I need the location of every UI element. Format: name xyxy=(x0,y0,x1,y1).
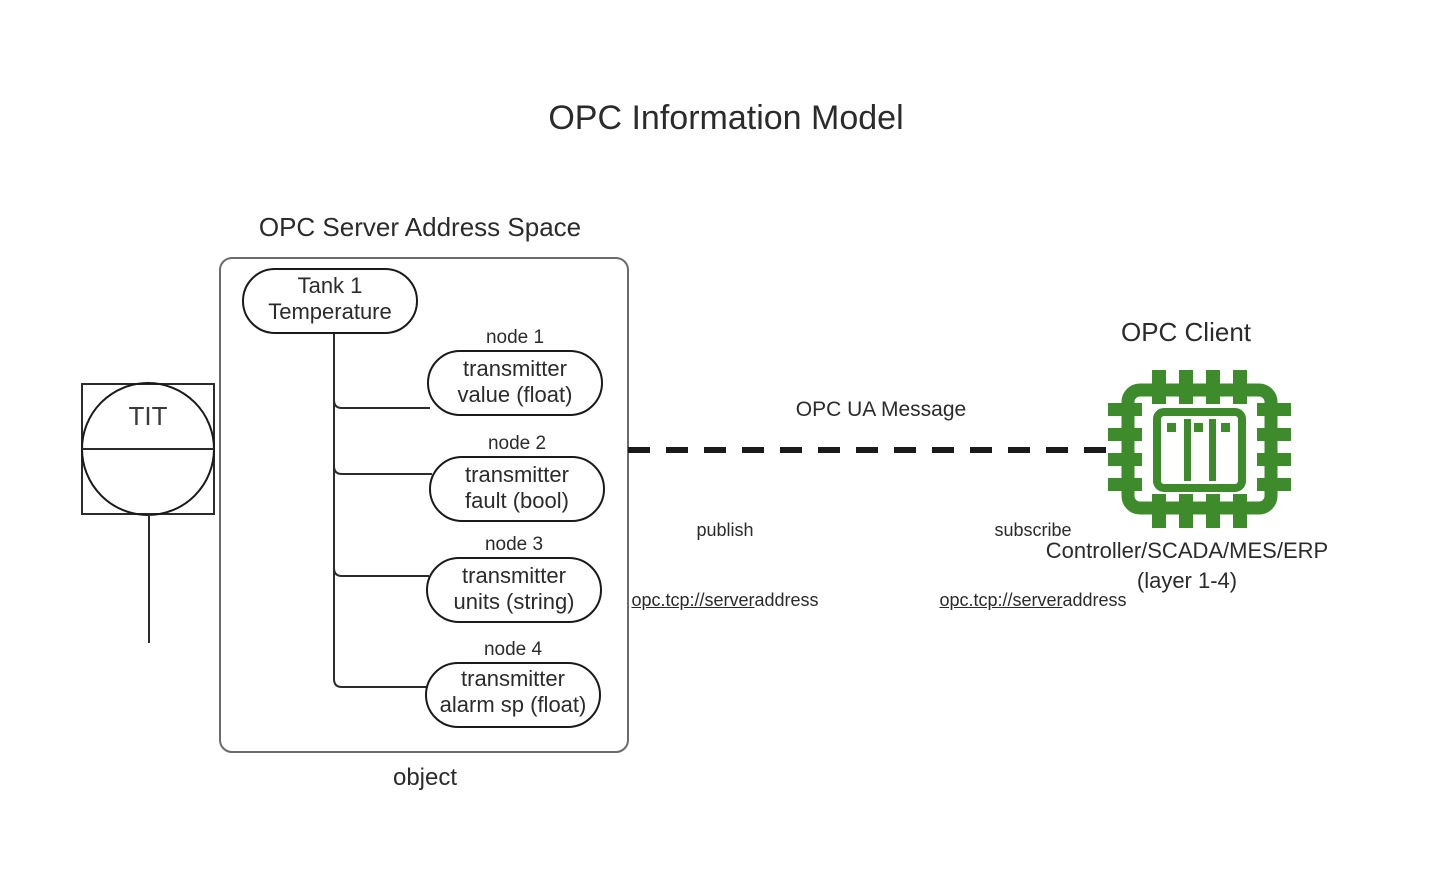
node-3-shape[interactable] xyxy=(426,557,602,623)
subscribe-endpoint: subscribe opc.tcp://serveraddress xyxy=(910,472,1156,659)
node-4-caption: node 4 xyxy=(483,639,543,660)
node-2-shape[interactable] xyxy=(429,456,605,522)
node-3-caption: node 3 xyxy=(484,534,544,555)
publish-uri[interactable]: opc.tcp://serveraddress xyxy=(600,589,850,612)
node-1-shape[interactable] xyxy=(427,350,603,416)
opc-client-heading: OPC Client xyxy=(1120,317,1252,347)
node-tree-connectors xyxy=(333,333,432,688)
node-4-shape[interactable] xyxy=(425,662,601,728)
tit-instrument-symbol xyxy=(81,382,215,643)
node-4-label: transmitter alarm sp (float) xyxy=(439,666,587,717)
node-1-caption: node 1 xyxy=(485,327,545,348)
publish-uri-plain: address xyxy=(754,589,819,610)
tit-tag-label: TIT xyxy=(128,401,168,431)
connector-node-4 xyxy=(333,333,428,688)
server-address-space-heading: OPC Server Address Space xyxy=(258,212,582,242)
page-title: OPC Information Model xyxy=(548,99,904,137)
subscribe-uri[interactable]: opc.tcp://serveraddress xyxy=(910,589,1156,612)
subscribe-uri-underlined: opc.tcp://server xyxy=(939,589,1063,610)
microchip-icon xyxy=(1108,370,1291,528)
publish-endpoint: publish opc.tcp://serveraddress xyxy=(600,472,850,659)
object-caption: object xyxy=(392,764,458,791)
server-address-space-container xyxy=(219,257,629,753)
node-2-label: transmitter fault (bool) xyxy=(465,462,569,513)
publish-uri-underlined: opc.tcp://server xyxy=(631,589,755,610)
connector-node-1 xyxy=(333,333,430,409)
node-3-label: transmitter units (string) xyxy=(453,563,575,614)
opc-client-caption: Controller/SCADA/MES/ERP (layer 1-4) xyxy=(1045,538,1329,593)
root-node-shape[interactable] xyxy=(242,268,418,334)
connector-node-2 xyxy=(333,333,432,475)
publish-verb: publish xyxy=(696,519,754,540)
node-1-label: transmitter value (float) xyxy=(457,356,573,407)
node-2-caption: node 2 xyxy=(487,433,547,454)
root-node-label: Tank 1 Temperature xyxy=(268,273,392,324)
opc-ua-message-label: OPC UA Message xyxy=(795,398,967,421)
subscribe-verb: subscribe xyxy=(994,519,1072,540)
connector-node-3 xyxy=(333,333,429,577)
subscribe-uri-plain: address xyxy=(1062,589,1127,610)
